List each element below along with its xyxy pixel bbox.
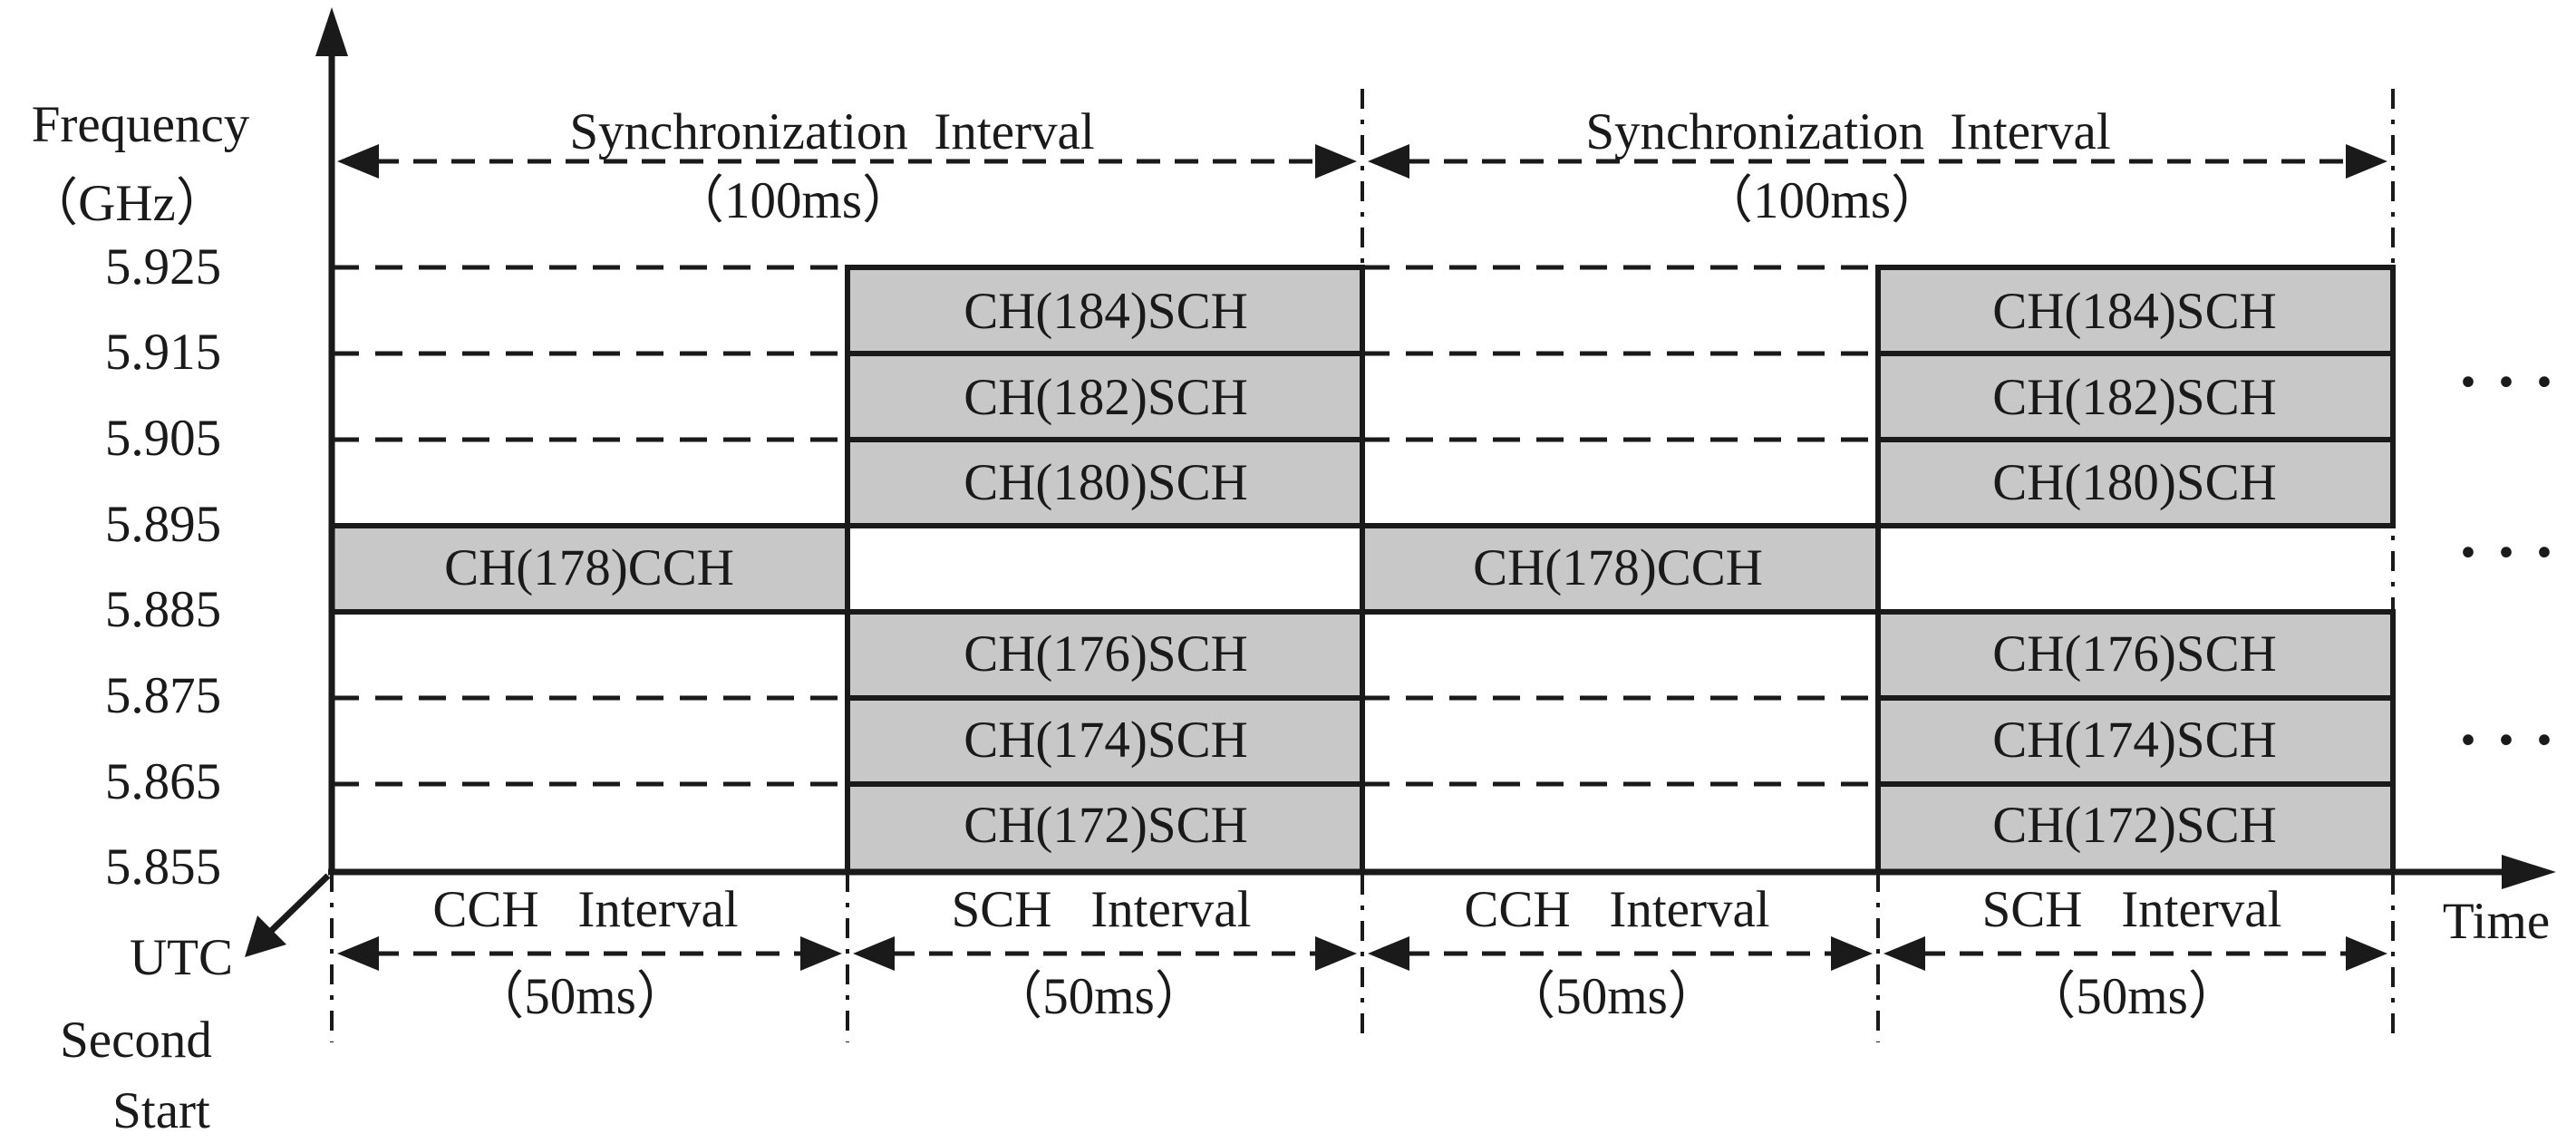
sync-interval-1-title: Synchronization Interval [569,103,1094,160]
sch-182-label-1: CH(182)SCH [964,369,1248,426]
frequency-axis-arrowhead [315,7,348,56]
yaxis-label-line2: （GHz） [26,175,228,232]
sch-block-1-6 [845,781,1365,875]
cch-interval-2-title: CCH Interval [1464,881,1769,938]
cch-interval-1-duration: （50ms） [472,968,688,1025]
sch-interval-1-arrow-right-arrowhead [1315,936,1357,971]
sch-184-label-2: CH(184)SCH [1992,283,2277,340]
ytick-5.885: 5.885 [105,581,221,638]
cch-interval-1-title: CCH Interval [432,881,738,938]
sync-interval-1-arrow-right-arrowhead [1315,144,1357,179]
sch-interval-1-title: SCH Interval [952,881,1252,938]
channel-labels: CH(178)CCH CH(178)CCH CH(184)SCH CH(182)… [444,283,2277,854]
cch-block-2 [1360,523,1881,615]
sch-172-label-2: CH(172)SCH [1992,797,2277,854]
ytick-5.905: 5.905 [105,410,221,467]
cch-interval-2-duration: （50ms） [1504,968,1719,1025]
sch-block-2-3 [1875,437,2396,528]
continuation-dots-lower: · · · [2457,703,2555,776]
ytick-5.865: 5.865 [105,753,221,810]
utc-label-line2: Second [60,1012,212,1069]
sch-interval-2-title: SCH Interval [1982,881,2282,938]
sch-176-label-2: CH(176)SCH [1992,625,2277,683]
time-axis-arrowhead [2502,855,2556,889]
cch-interval-2-arrow-left-arrowhead [1368,936,1409,971]
sch-180-label-1: CH(180)SCH [964,454,1248,511]
sch-interval-2-arrow-left-arrowhead [1884,936,1925,971]
ytick-5.895: 5.895 [105,496,221,553]
sch-176-label-1: CH(176)SCH [964,625,1248,683]
yaxis-label-line1: Frequency [32,96,250,153]
ytick-5.855: 5.855 [105,838,221,896]
cch-block-1 [329,523,850,615]
ytick-5.875: 5.875 [105,667,221,724]
sch-174-label-1: CH(174)SCH [964,712,1248,769]
cch-label-2: CH(178)CCH [1473,539,1763,596]
interval-dividers [330,89,2395,1042]
xaxis-label: Time [2443,893,2550,950]
sync-interval-2-title: Synchronization Interval [1585,103,2110,160]
sync-interval-2-arrow-right-arrowhead [2346,144,2387,179]
utc-arrowhead [245,915,286,957]
utc-arrow-shaft [266,873,331,936]
sch-182-label-2: CH(182)SCH [1992,369,2277,426]
sync-interval-1-duration: （100ms） [673,172,914,229]
cch-interval-2-arrow-right-arrowhead [1831,936,1873,971]
sch-block-1-3 [845,437,1365,528]
cch-interval-1-arrow-right-arrowhead [800,936,842,971]
sync-interval-2-arrow-left-arrowhead [1368,144,1409,179]
sch-184-label-1: CH(184)SCH [964,283,1248,340]
sch-block-2-2 [1875,351,2396,442]
interval-dimensions [337,144,2387,971]
sync-interval-2-duration: （100ms） [1701,172,1942,229]
yaxis-tick-labels: 5.925 5.915 5.905 5.895 5.885 5.875 5.86… [105,238,221,896]
sch-block-1-1 [845,265,1365,356]
cch-interval-1-arrow-left-arrowhead [337,936,379,971]
continuation-dots-upper: · · · [2457,345,2555,418]
utc-label-line3: Start [112,1082,210,1139]
continuation-dots-middle: · · · [2457,516,2555,588]
sch-interval-2-arrow-right-arrowhead [2346,936,2387,971]
sch-174-label-2: CH(174)SCH [1992,712,2277,769]
ytick-5.915: 5.915 [105,324,221,381]
sch-interval-1-duration: （50ms） [991,968,1206,1025]
utc-label-line1: UTC [130,929,233,986]
sch-block-2-4 [1875,609,2396,701]
sch-interval-1-arrow-left-arrowhead [853,936,895,971]
sync-interval-1-arrow-left-arrowhead [337,144,379,179]
sch-180-label-2: CH(180)SCH [1992,454,2277,511]
channel-blocks [329,265,2396,875]
sch-block-2-6 [1875,781,2396,875]
cch-label-1: CH(178)CCH [444,539,734,596]
sch-172-label-1: CH(172)SCH [964,797,1248,854]
ytick-5.925: 5.925 [105,238,221,295]
sch-interval-2-duration: （50ms） [2024,968,2240,1025]
